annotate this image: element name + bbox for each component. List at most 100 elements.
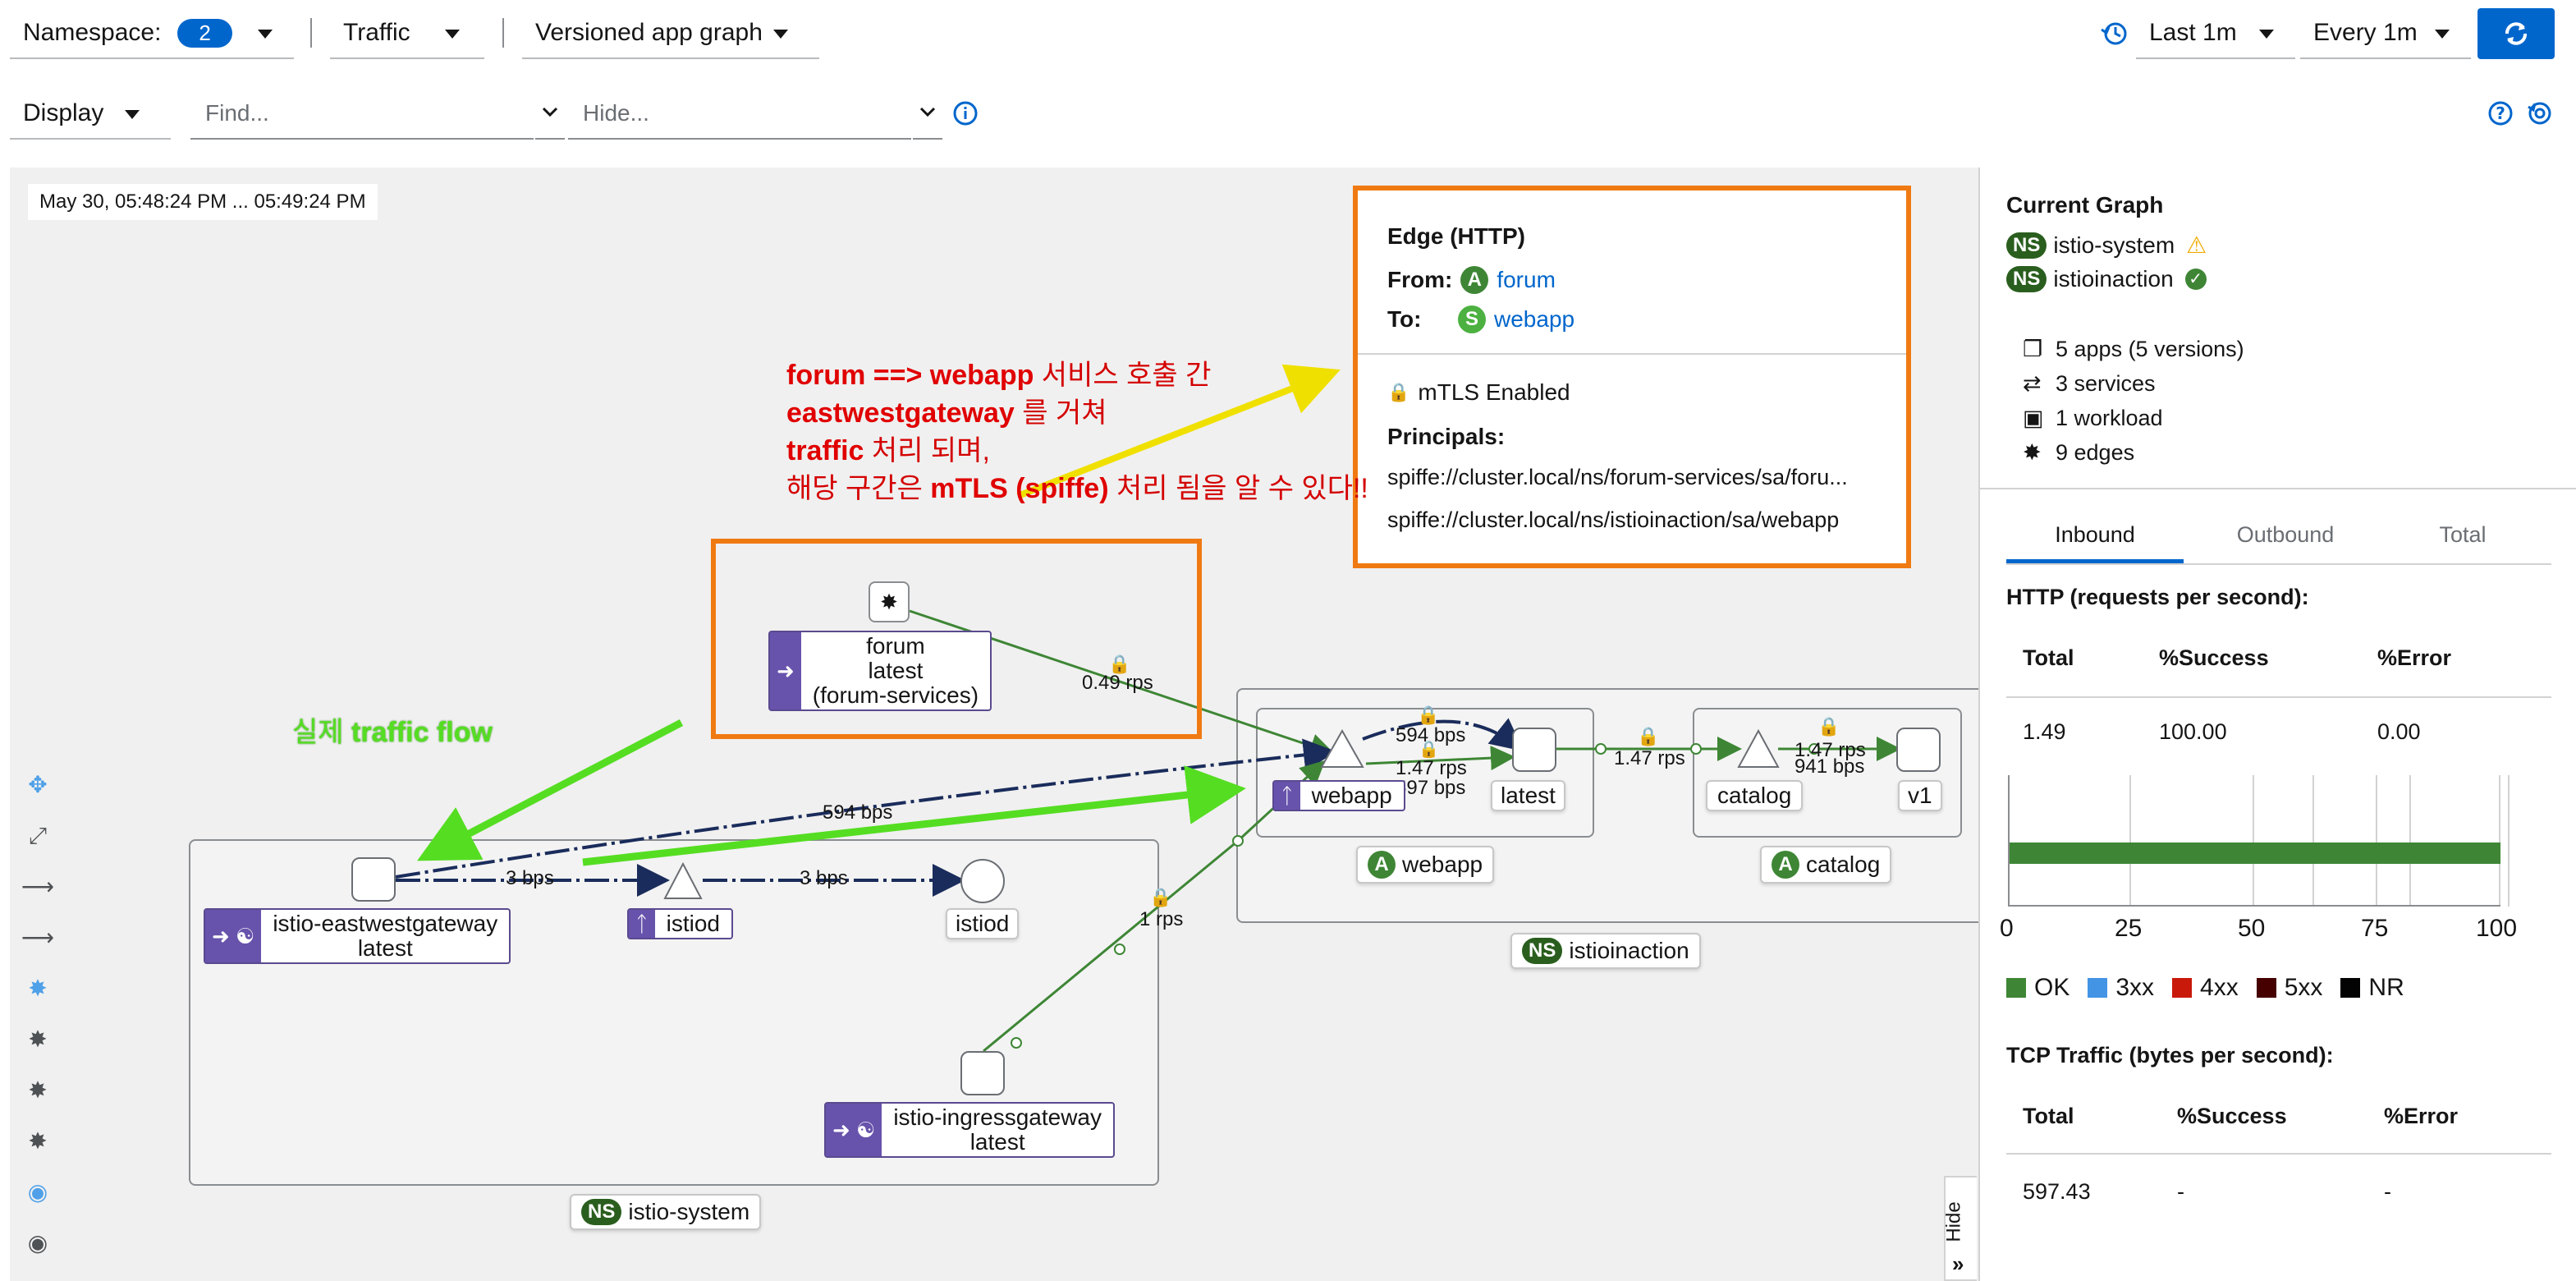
layout-3-icon[interactable]: ✸: [28, 1128, 48, 1154]
legend-icon[interactable]: ◉: [27, 1230, 48, 1256]
summary-apps: 5 apps (5 versions): [2056, 337, 2244, 361]
services-icon: ⇄: [2023, 371, 2042, 396]
namespace-label-istio-system[interactable]: NS istio-system: [570, 1194, 762, 1230]
tcp-header-error: %Error: [2384, 1104, 2459, 1128]
annotation-line4-pre: 해당 구간은: [786, 473, 931, 504]
http-value-success: 100.00: [2159, 719, 2227, 744]
node-webapp-shape[interactable]: [1318, 728, 1366, 772]
hide-panel-tab[interactable]: Hide »: [1942, 1176, 1977, 1281]
tab-total[interactable]: Total: [2439, 522, 2487, 547]
chart-tick-75: 75: [2361, 915, 2389, 942]
find-input[interactable]: Find...: [190, 89, 534, 140]
side-panel: Current Graph NS istio-system ⚠ NS istio…: [1978, 168, 2576, 1281]
namespace-label-istioinaction[interactable]: NS istioinaction: [1510, 933, 1701, 969]
layout-arrow-icon[interactable]: ⟶: [21, 874, 55, 899]
chart-x-axis: [2008, 905, 2500, 907]
annotation-arrow-green-1: [417, 719, 684, 861]
find-history-toggle[interactable]: [535, 89, 565, 140]
node-latest[interactable]: latest: [1491, 780, 1565, 811]
app-label-catalog[interactable]: A catalog: [1760, 846, 1892, 884]
namespace-icon: NS: [581, 1199, 622, 1225]
chevron-down-icon: [445, 30, 460, 39]
node-istiod-service[interactable]: istiod: [946, 908, 1020, 939]
refresh-interval-dropdown[interactable]: Every 1m: [2300, 8, 2471, 59]
namespace-layout-icon[interactable]: ◉: [27, 1179, 48, 1205]
tab-inbound[interactable]: Inbound: [2006, 522, 2184, 563]
annotation-traffic-flow: 실제 traffic flow: [292, 709, 493, 750]
node-forum-name: forum: [866, 633, 925, 659]
node-catalog-shape[interactable]: [1735, 728, 1781, 772]
info-icon[interactable]: [952, 100, 979, 126]
node-forum[interactable]: ➜ forum latest (forum-services): [768, 631, 992, 711]
edge-label-istiod-istiod: 3 bps: [800, 867, 848, 889]
node-catalog[interactable]: catalog: [1706, 780, 1804, 811]
http-value-error: 0.00: [2377, 719, 2421, 744]
node-istiod-service-shape[interactable]: [960, 859, 1005, 903]
edge-label-eastwest-istiod: 3 bps: [506, 867, 554, 889]
replay-icon[interactable]: [2525, 99, 2555, 128]
tab-outbound[interactable]: Outbound: [2236, 522, 2335, 547]
hide-history-toggle[interactable]: [913, 89, 942, 140]
layout-default-icon[interactable]: ✸: [28, 976, 48, 1001]
node-eastwestgateway[interactable]: ➜ ☯ istio-eastwestgateway latest: [204, 908, 511, 964]
refresh-interval-label: Every 1m: [2313, 19, 2418, 46]
http-status-chart: [2312, 775, 2510, 907]
fit-screen-icon[interactable]: ⤢: [28, 823, 48, 848]
apps-icon: ❐: [2023, 337, 2043, 361]
chevron-down-icon: [919, 107, 936, 117]
traffic-dropdown[interactable]: Traffic: [330, 8, 484, 59]
edge-popup-from-link[interactable]: forum: [1497, 267, 1556, 292]
edge-popup-to-label: To:: [1387, 306, 1422, 332]
display-dropdown[interactable]: Display: [10, 89, 171, 140]
node-v1[interactable]: v1: [1898, 780, 1942, 811]
history-icon[interactable]: [2098, 16, 2131, 49]
namespace-icon: NS: [1522, 938, 1563, 964]
chevron-down-icon: [2259, 30, 2274, 39]
node-v1-shape[interactable]: [1896, 728, 1941, 772]
chart-legend: OK 3xx 4xx 5xx NR: [2006, 974, 2404, 1002]
pan-icon[interactable]: ✥: [28, 772, 48, 797]
legend-5xx: 5xx: [2284, 974, 2323, 1001]
hide-panel-label: Hide: [1942, 1201, 1965, 1242]
node-ingressgateway-name: istio-ingressgateway: [893, 1104, 1102, 1130]
help-icon[interactable]: ?: [2487, 100, 2514, 126]
hide-input[interactable]: Hide...: [568, 89, 911, 140]
graph-type-dropdown[interactable]: Versioned app graph: [522, 8, 819, 59]
edge-popup-to-link[interactable]: webapp: [1494, 306, 1575, 332]
edge-eastwest-webapp: [395, 738, 1336, 879]
layout-2-icon[interactable]: ✸: [28, 1077, 48, 1103]
namespace-icon: NS: [2006, 232, 2047, 259]
branch-icon: ᛏ: [629, 910, 655, 938]
lock-icon: 🔒: [1149, 887, 1172, 907]
namespace-label: Namespace:: [23, 19, 162, 46]
node-istiod-app-shape[interactable]: [662, 861, 704, 903]
warning-icon: ⚠: [2186, 232, 2207, 258]
node-webapp[interactable]: ᛏ webapp: [1272, 780, 1405, 811]
app-label-webapp[interactable]: A webapp: [1356, 846, 1495, 884]
refresh-button[interactable]: [2477, 8, 2555, 59]
node-forum-icon-box[interactable]: ✸: [869, 581, 910, 622]
edge-popup-principals-label: Principals:: [1387, 424, 1506, 449]
node-ingressgateway-shape[interactable]: [960, 1051, 1005, 1095]
node-latest-shape[interactable]: [1512, 728, 1556, 772]
namespace-label-istioinaction-text: istioinaction: [1569, 938, 1689, 963]
annotation-arrow-green-2: [582, 765, 1246, 866]
node-forum-namespace: (forum-services): [812, 682, 979, 708]
graph-summary: ❐5 apps (5 versions) ⇄3 services ▣1 work…: [2023, 332, 2244, 470]
duration-dropdown[interactable]: Last 1m: [2136, 8, 2295, 59]
node-ingressgateway[interactable]: ➜ ☯ istio-ingressgateway latest: [824, 1102, 1115, 1158]
edge-label-catalog-v1-bps: 941 bps: [1794, 755, 1865, 778]
app-icon: A: [1772, 851, 1799, 879]
node-istiod-app[interactable]: ᛏ istiod: [627, 908, 733, 939]
edge-label-catalog-v1-rps: 1.47 rps: [1794, 739, 1866, 761]
double-chevron-right-icon: »: [1952, 1251, 1964, 1276]
app-icon: A: [1368, 851, 1396, 879]
chart-tick-0: 0: [2000, 915, 2014, 942]
layout-arrow-2-icon[interactable]: ⟶: [21, 925, 55, 950]
summary-workloads: 1 workload: [2056, 406, 2163, 430]
node-eastwestgateway-shape[interactable]: [351, 857, 396, 902]
namespace-dropdown[interactable]: Namespace: 2: [10, 8, 294, 59]
node-istiod-app-name: istiod: [666, 911, 720, 936]
layout-1-icon[interactable]: ✸: [28, 1026, 48, 1052]
ok-bar-fill: [2010, 843, 2500, 864]
